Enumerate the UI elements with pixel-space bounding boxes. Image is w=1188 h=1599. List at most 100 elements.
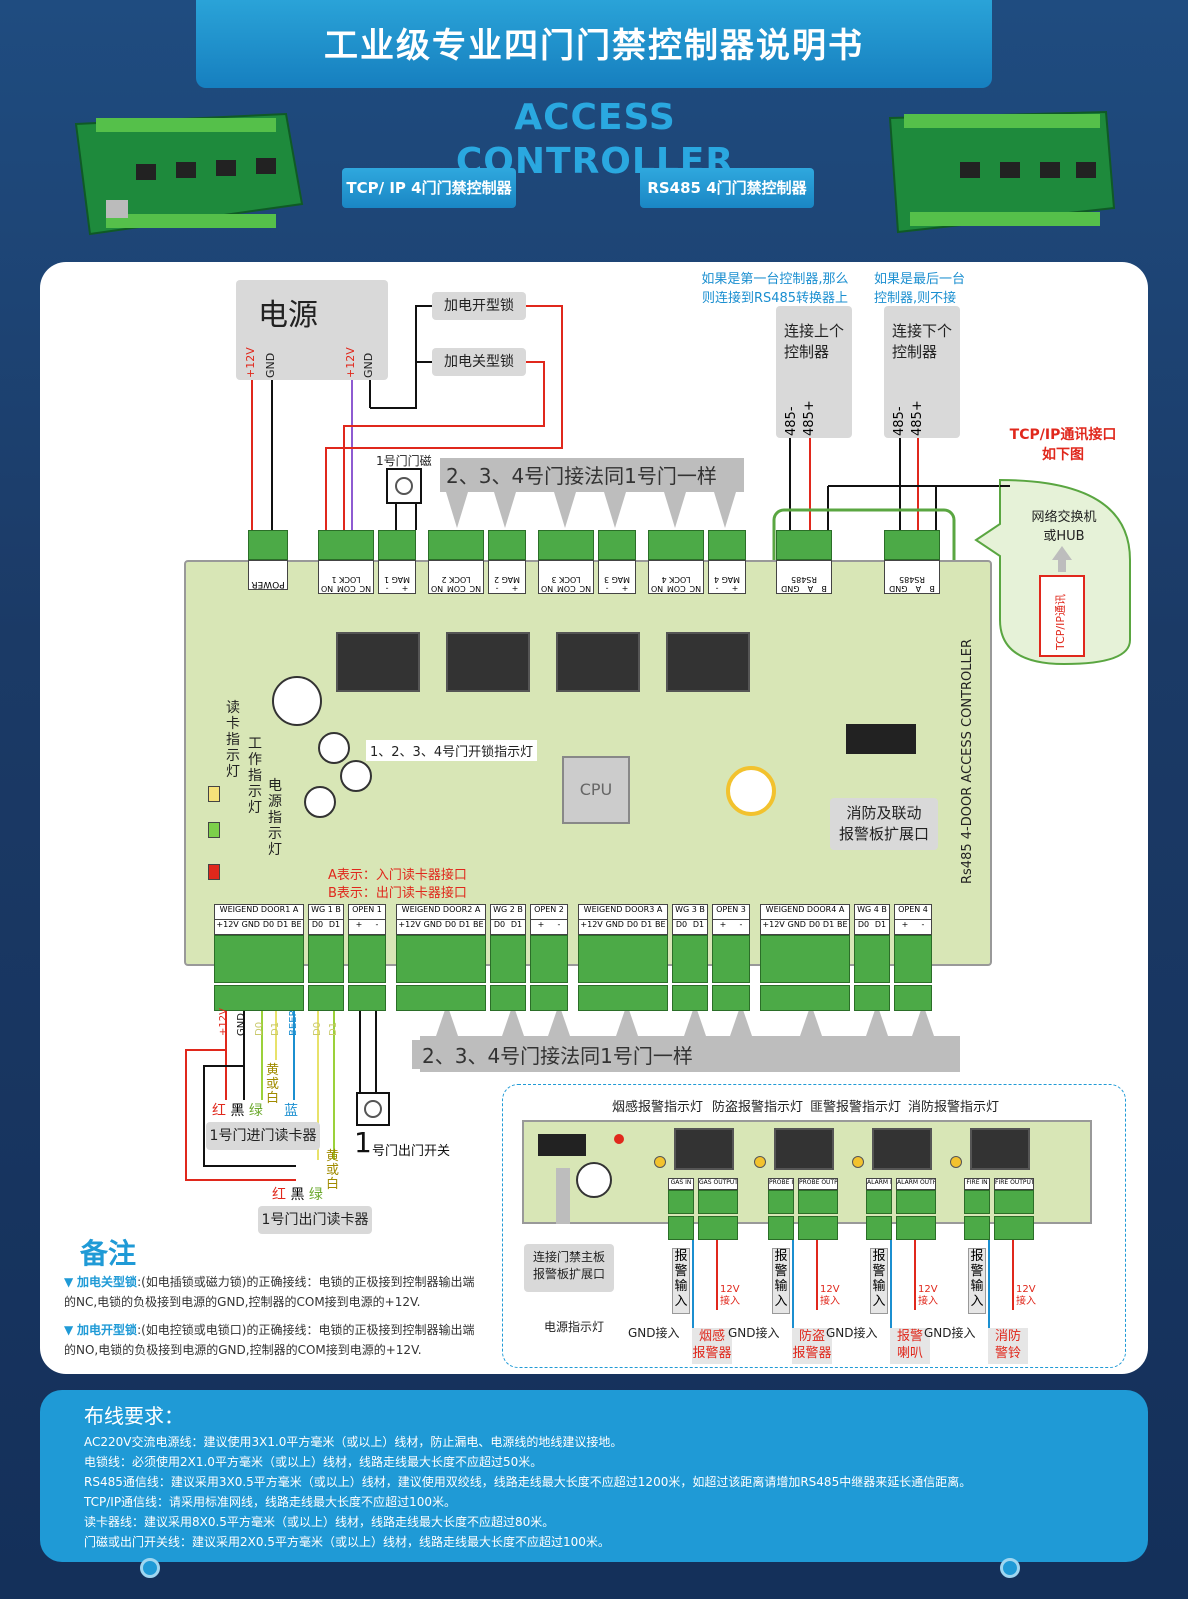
exit-button-number: 1 <box>354 1126 372 1159</box>
terminal-pin: GND <box>889 584 908 593</box>
wiring-requirements-title: 布线要求： <box>84 1404 184 1428</box>
terminal-label: LOCK 2 <box>441 575 471 584</box>
terminal-pin: + <box>719 920 727 929</box>
wire-label: GND <box>236 1013 247 1036</box>
terminal-pin: BE <box>291 920 302 929</box>
terminal-pin: - <box>495 584 499 593</box>
terminal-pin: - <box>921 920 925 929</box>
wire-color-green: 绿 <box>248 1103 263 1119</box>
alarm-power-led <box>614 1134 624 1144</box>
out-wire-black: 黑 <box>290 1187 305 1203</box>
terminal-header: OPEN 2 <box>530 904 568 920</box>
alarm-output-terminal: PROBE OUTPUT <box>798 1178 838 1240</box>
alarm-input-label: FIRE IN <box>964 1178 990 1190</box>
terminal-pin: - <box>557 920 561 929</box>
door1-out-reader: 1号门出门读卡器 <box>258 1206 372 1234</box>
power-supply: 电源 <box>236 280 388 380</box>
alarm-connect-label: 连接门禁主板 报警板扩展口 <box>524 1244 614 1292</box>
terminal-pin: GND <box>787 920 806 929</box>
power-pin-12v-2: +12V <box>344 347 357 378</box>
remark-2-head: 加电开型锁 <box>77 1323 138 1337</box>
terminal-pin: D1 <box>640 920 653 929</box>
terminal-header: WEIGEND DOOR1 A <box>214 904 304 920</box>
next-485-plus: 485+ <box>910 400 925 436</box>
exit-button <box>356 1092 390 1126</box>
out-reader-colors: 红 黑 绿 <box>272 1184 323 1204</box>
alarm-device: 防盗 报警器 <box>792 1328 832 1364</box>
unlock-leds-label: 1、2、3、4号门开锁指示灯 <box>366 740 538 761</box>
alarm-input-terminal: GAS IN <box>668 1178 694 1240</box>
bottom-terminal: OPEN 4+- <box>894 904 932 1011</box>
alarm-board-header <box>538 1134 586 1156</box>
terminal-label: LOCK 1 <box>331 575 361 584</box>
terminal-pin: GND <box>605 920 624 929</box>
alarm-wire <box>1012 1240 1014 1310</box>
terminal-pin: D1 <box>328 920 341 929</box>
terminal-pin: BE <box>655 920 666 929</box>
top-terminal: +-MAG 1 <box>378 530 416 594</box>
bottom-terminal: OPEN 1+- <box>348 904 386 1011</box>
terminal-pin: +12V <box>216 920 239 929</box>
terminal-pin: D1 <box>276 920 289 929</box>
fire-extension-header <box>846 724 916 754</box>
alarm-wire <box>716 1240 718 1310</box>
capacitor <box>304 786 336 818</box>
alarm-output-label: PROBE OUTPUT <box>798 1178 838 1190</box>
terminal-pin: NO <box>540 584 554 593</box>
power-pin-gnd-1: GND <box>264 352 277 378</box>
alarm-wire <box>792 1240 794 1330</box>
a-interface-note: A表示：入门读卡器接口 <box>328 868 467 883</box>
terminal-pin: BE <box>473 920 484 929</box>
alarm-input-terminal: FIRE IN <box>964 1178 990 1240</box>
terminal-pin: + <box>511 584 519 593</box>
next-controller-box: 连接下个 控制器 <box>884 306 960 438</box>
wire-label: D1 <box>328 1021 339 1036</box>
relay-4 <box>666 632 750 692</box>
decor-dot <box>140 1558 160 1578</box>
alarm-input-tag: 报警输入 <box>968 1248 986 1314</box>
prev-485-minus: 485- <box>784 406 799 436</box>
page-title: 工业级专业四门门禁控制器说明书 <box>196 0 992 88</box>
alarm-output-terminal: FIRE OUTPUT <box>994 1178 1034 1240</box>
alarm-relay <box>872 1128 932 1170</box>
alarm-input-tag: 报警输入 <box>870 1248 888 1314</box>
controller-board <box>184 560 992 966</box>
wiring-requirement-line: 电锁线：必须使用2X1.0平方毫米（或以上）线材，线路走线最大长度不应超过50米… <box>84 1455 543 1469</box>
wire-label: D1 <box>270 1021 281 1036</box>
terminal-header: WG 4 B <box>854 904 890 920</box>
alarm-relay <box>774 1128 834 1170</box>
remark-1-body: :(如电插锁或磁力锁)的正确接线：电锁的正极接到控制器输出端的NC,电锁的负极接… <box>64 1275 475 1309</box>
alarm-relay <box>674 1128 734 1170</box>
terminal-pin: B <box>929 584 935 593</box>
terminal-pin: - <box>385 584 389 593</box>
remarks-title: 备注 <box>80 1237 137 1270</box>
terminal-pin: NO <box>320 584 334 593</box>
alarm-wire <box>890 1240 892 1330</box>
wiring-requirement-line: AC220V交流电源线：建议使用3X1.0平方毫米（或以上）线材，防止漏电、电源… <box>84 1435 623 1449</box>
alarm-lamp-label: 消防报警指示灯 <box>908 1100 1000 1115</box>
terminal-pin: D0 <box>493 920 506 929</box>
out-wire-yellow-white: 黄 或 白 <box>326 1149 340 1192</box>
alarm-lamp-label: 防盗报警指示灯 <box>712 1100 804 1115</box>
switch-hub-label: 网络交换机 或HUB <box>1031 510 1097 544</box>
remark-item-2: ▼ 加电开型锁:(如电控锁或电锁口)的正确接线：电锁的正极接到控制器输出端的NO… <box>64 1320 480 1360</box>
alarm-input-tag: 报警输入 <box>672 1248 690 1314</box>
wire-label: D0 <box>254 1021 265 1036</box>
work-led <box>208 822 220 838</box>
capacitor <box>272 676 322 726</box>
out-wire-red: 红 <box>272 1187 286 1203</box>
tcpip-title: TCP/IP通讯接口 如下图 <box>1009 427 1117 463</box>
wire-label: +12V <box>218 1008 229 1036</box>
terminal-label: MAG 4 <box>713 575 741 584</box>
wiring-requirement-line: 读卡器线：建议采用8X0.5平方毫米（或以上）线材，线路走线最大长度不应超过80… <box>84 1515 555 1529</box>
board-brand: Rs485 4-DOOR ACCESS CONTROLLER <box>960 639 975 884</box>
work-led-label: 工作指示灯 <box>248 736 262 816</box>
alarm-12v-label: 12V 接入 <box>720 1284 740 1307</box>
exit-button-label: 号门出门开关 <box>372 1144 451 1159</box>
wire-color-yellow-white: 黄 或 白 <box>266 1063 280 1106</box>
terminal-header: WG 3 B <box>672 904 708 920</box>
terminal-label: MAG 1 <box>383 575 411 584</box>
